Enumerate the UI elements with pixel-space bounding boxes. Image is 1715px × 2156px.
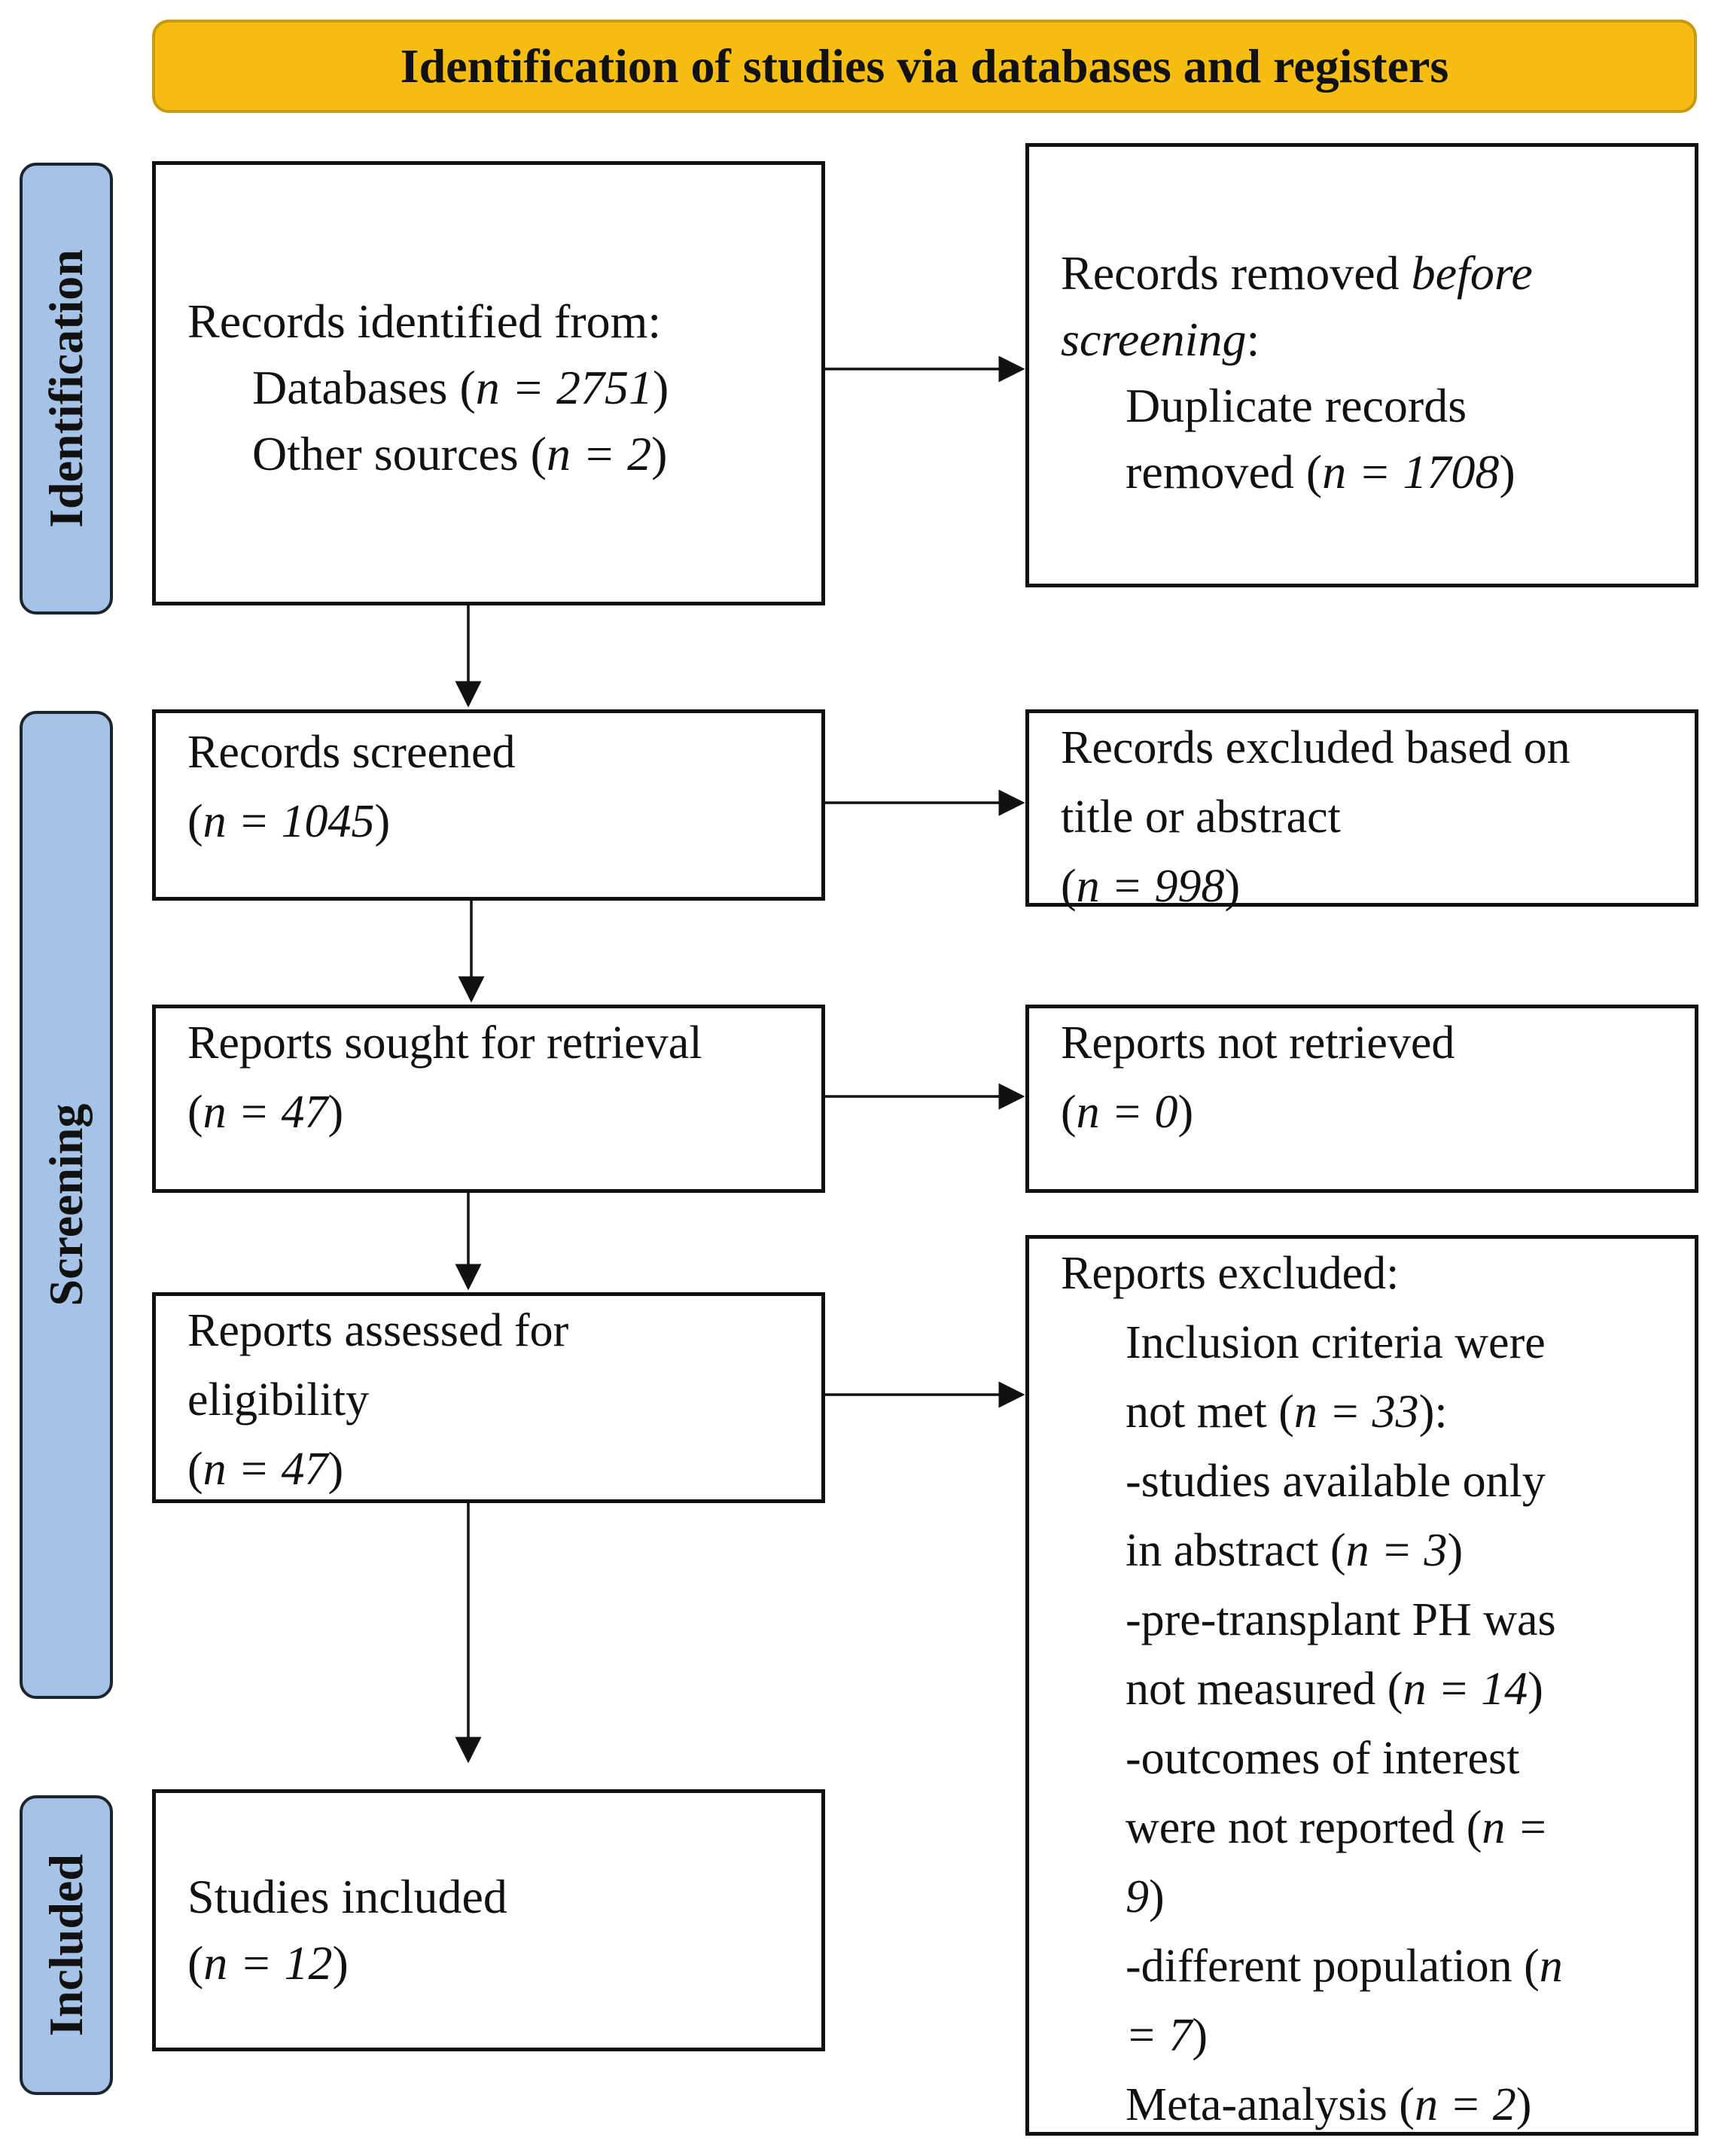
records-removed-line1: Records removed before <box>1061 246 1533 300</box>
records-removed-box: Records removed before screening: Duplic… <box>1025 143 1698 587</box>
reports-not-retrieved-count: (n = 0) <box>1061 1087 1194 1138</box>
records-screened-box: Records screened (n = 1045) <box>152 709 825 901</box>
reports-excluded-heading: Reports excluded: <box>1061 1248 1400 1299</box>
reports-excluded-l6: -pre-transplant PH was <box>1126 1594 1556 1645</box>
reports-excluded-l8: -outcomes of interest <box>1126 1733 1520 1784</box>
phase-screening: Screening <box>20 711 113 1699</box>
reports-excluded-l10: 9) <box>1126 1871 1165 1923</box>
reports-excluded-l12: = 7) <box>1126 2010 1208 2061</box>
reports-excluded-l4: -studies available only <box>1126 1456 1546 1507</box>
records-screened-label: Records screened <box>187 727 516 778</box>
reports-excluded-l11: -different population (n <box>1126 1941 1563 1992</box>
reports-assessed-count: (n = 47) <box>187 1444 344 1495</box>
records-identified-box: Records identified from: Databases (n = … <box>152 161 825 605</box>
records-excluded-count: (n = 998) <box>1061 861 1241 912</box>
reports-sought-count: (n = 47) <box>187 1087 344 1138</box>
records-identified-other: Other sources (n = 2) <box>252 427 668 480</box>
reports-excluded-l7: not measured (n = 14) <box>1126 1664 1543 1715</box>
records-identified-heading: Records identified from: <box>187 294 662 348</box>
studies-included-box: Studies included (n = 12) <box>152 1789 825 2051</box>
records-excluded-line1: Records excluded based on <box>1061 722 1570 773</box>
phase-identification: Identification <box>20 163 113 614</box>
header-title: Identification of studies via databases … <box>400 39 1449 93</box>
records-removed-count: removed (n = 1708) <box>1126 445 1515 499</box>
reports-assessed-line2: eligibility <box>187 1374 370 1426</box>
records-screened-count: (n = 1045) <box>187 796 391 847</box>
reports-excluded-l13: Meta-analysis (n = 2) <box>1126 2079 1532 2130</box>
phase-included: Included <box>20 1795 113 2095</box>
header-banner: Identification of studies via databases … <box>152 20 1697 113</box>
records-identified-databases: Databases (n = 2751) <box>252 361 669 414</box>
reports-sought-label: Reports sought for retrieval <box>187 1017 702 1069</box>
records-excluded-box: Records excluded based on title or abstr… <box>1025 709 1698 912</box>
reports-not-retrieved-box: Reports not retrieved (n = 0) <box>1025 1005 1698 1193</box>
studies-included-label: Studies included <box>187 1870 507 1923</box>
reports-sought-box: Reports sought for retrieval (n = 47) <box>152 1005 825 1193</box>
reports-not-retrieved-label: Reports not retrieved <box>1061 1017 1455 1069</box>
records-removed-line2: screening: <box>1061 313 1260 366</box>
reports-excluded-l9: were not reported (n = <box>1126 1802 1549 1853</box>
reports-excluded-box: Reports excluded: Inclusion criteria wer… <box>1025 1235 1698 2136</box>
records-removed-duplicates: Duplicate records <box>1126 379 1467 432</box>
reports-assessed-line1: Reports assessed for <box>187 1305 569 1356</box>
reports-excluded-l3: not met (n = 33): <box>1126 1386 1448 1438</box>
records-excluded-line2: title or abstract <box>1061 791 1341 843</box>
reports-excluded-l2: Inclusion criteria were <box>1126 1317 1546 1368</box>
reports-excluded-l5: in abstract (n = 3) <box>1126 1525 1464 1576</box>
reports-assessed-box: Reports assessed for eligibility (n = 47… <box>152 1292 825 1503</box>
studies-included-count: (n = 12) <box>187 1936 349 1990</box>
